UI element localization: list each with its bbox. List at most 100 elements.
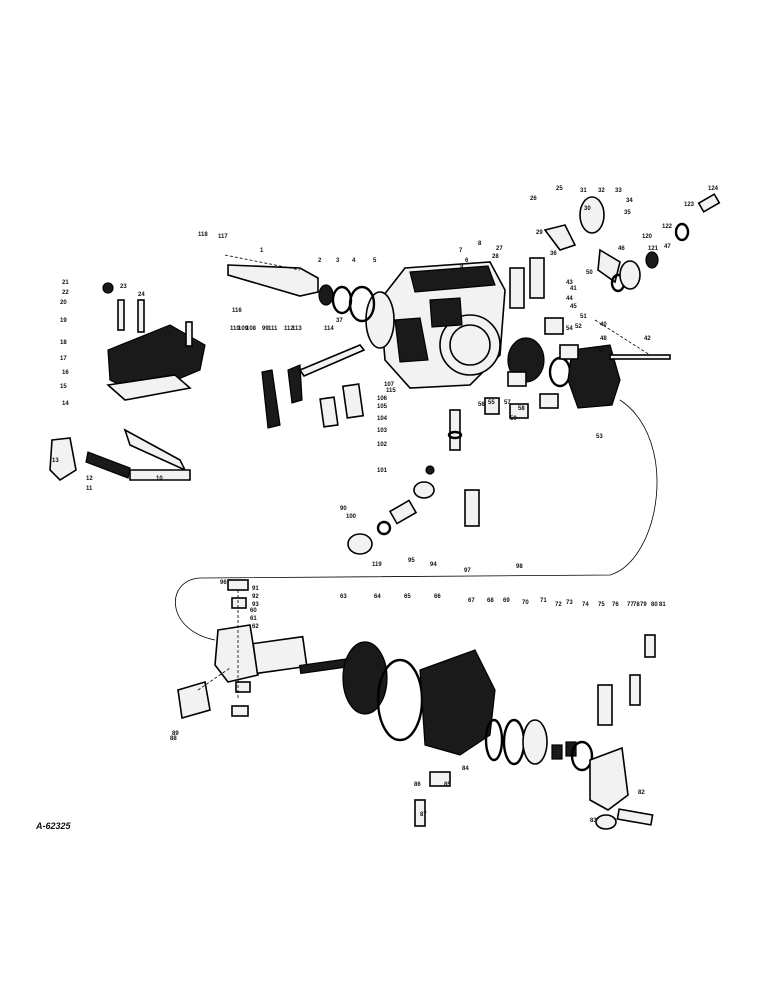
callout-number: 31: [580, 188, 587, 194]
callout-number: 124: [708, 186, 719, 192]
callout-number: 66: [434, 594, 441, 600]
callout-number: 73: [566, 600, 573, 606]
callout-number: 26: [530, 196, 537, 202]
callout-number: 70: [522, 600, 529, 606]
callout-number: 45: [570, 304, 577, 310]
callout-number: 62: [252, 624, 259, 630]
callout-number: 98: [516, 564, 523, 570]
callout-number: 58: [518, 406, 525, 412]
callout-number: 20: [60, 300, 67, 306]
callout-number: 84: [462, 766, 469, 772]
callout-number: 89: [172, 731, 179, 737]
callout-number: 100: [346, 514, 357, 520]
callout-number: 93: [252, 602, 259, 608]
callout-number: 90: [340, 506, 347, 512]
callout-number: 2: [318, 258, 322, 264]
callout-number: 64: [374, 594, 381, 600]
callout-number: 6: [465, 258, 469, 264]
callout-number: 107: [384, 382, 395, 388]
callout-number: 123: [684, 202, 695, 208]
callout-number: 7: [459, 248, 463, 254]
callout-number: 91: [252, 586, 259, 592]
callout-number: 15: [60, 384, 67, 390]
callout-number: 88: [170, 736, 177, 742]
callout-number: 8: [478, 241, 482, 247]
callout-number: 1: [260, 248, 264, 254]
callout-number: 10: [156, 476, 163, 482]
drawing-reference-code: A-62325: [35, 821, 72, 831]
callout-number: 86: [414, 782, 421, 788]
callout-number: 83: [590, 818, 597, 824]
callout-number: 87: [420, 812, 427, 818]
callout-number: 33: [615, 188, 622, 194]
callout-number: 72: [555, 602, 562, 608]
callout-number: 21: [62, 280, 69, 286]
callout-number: 53: [596, 434, 603, 440]
callout-number: 35: [624, 210, 631, 216]
callout-number: 29: [536, 230, 543, 236]
callout-number: 119: [372, 562, 382, 568]
callout-number: 85: [444, 782, 451, 788]
callout-number: 79: [640, 602, 647, 608]
cam-ring-assembly: [484, 317, 621, 419]
callout-number: 57: [504, 400, 511, 406]
callout-number: 54: [566, 326, 573, 332]
callout-number: 69: [503, 598, 510, 604]
callout-number: 65: [404, 594, 411, 600]
callout-number: 116: [232, 308, 242, 314]
callout-number: 63: [340, 594, 347, 600]
callout-number: 44: [566, 296, 573, 302]
callout-number: 115: [386, 388, 396, 394]
housing-flange: [365, 291, 395, 349]
callout-number: 3: [336, 258, 340, 264]
callout-number: 14: [62, 401, 69, 407]
callout-number: 117: [218, 234, 228, 240]
drive-shaft: [227, 264, 376, 323]
callout-number: 104: [377, 416, 388, 422]
callout-number: 55: [488, 400, 495, 406]
callout-number: 34: [626, 198, 633, 204]
callout-number: 43: [566, 280, 573, 286]
callout-number: 76: [612, 602, 619, 608]
callout-number: 5: [373, 258, 377, 264]
callout-number: 56: [478, 402, 485, 408]
callout-number: 11: [86, 486, 93, 492]
callout-number: 41: [570, 286, 577, 292]
callout-number: 109: [238, 326, 249, 332]
callout-number: 103: [377, 428, 388, 434]
guide-lines: [197, 254, 651, 700]
callout-number: 67: [468, 598, 475, 604]
callout-number: 24: [138, 292, 145, 298]
callout-number: 97: [464, 568, 471, 574]
callout-number: 9: [460, 264, 464, 270]
callout-number: 68: [487, 598, 494, 604]
throttle-levers: [261, 344, 366, 429]
callout-number: 60: [250, 608, 257, 614]
callout-number: 82: [638, 790, 645, 796]
callout-number: 22: [62, 290, 69, 296]
callout-number: 51: [580, 314, 587, 320]
callout-number: 74: [582, 602, 589, 608]
callout-number: 99: [262, 326, 269, 332]
callout-number: 113: [292, 326, 302, 332]
governor-cover: [102, 282, 206, 401]
callout-number: 27: [496, 246, 503, 252]
callout-number: 110: [230, 326, 240, 332]
callout-number: 111: [268, 326, 278, 332]
callout-number: 78: [633, 602, 640, 608]
callout-number: 95: [408, 558, 415, 564]
callout-number: 102: [377, 442, 388, 448]
pump-housing: [365, 261, 506, 389]
callout-number: 49: [598, 348, 605, 354]
callout-number: 59: [510, 416, 517, 422]
callout-number: 46: [618, 246, 625, 252]
callout-number: 108: [246, 326, 257, 332]
callout-number: 42: [644, 336, 651, 342]
callout-number: 52: [575, 324, 582, 330]
callout-number: 92: [252, 594, 259, 600]
callout-number: 120: [642, 234, 653, 240]
assembly-link-line: [175, 399, 658, 641]
callout-number: 12: [86, 476, 93, 482]
